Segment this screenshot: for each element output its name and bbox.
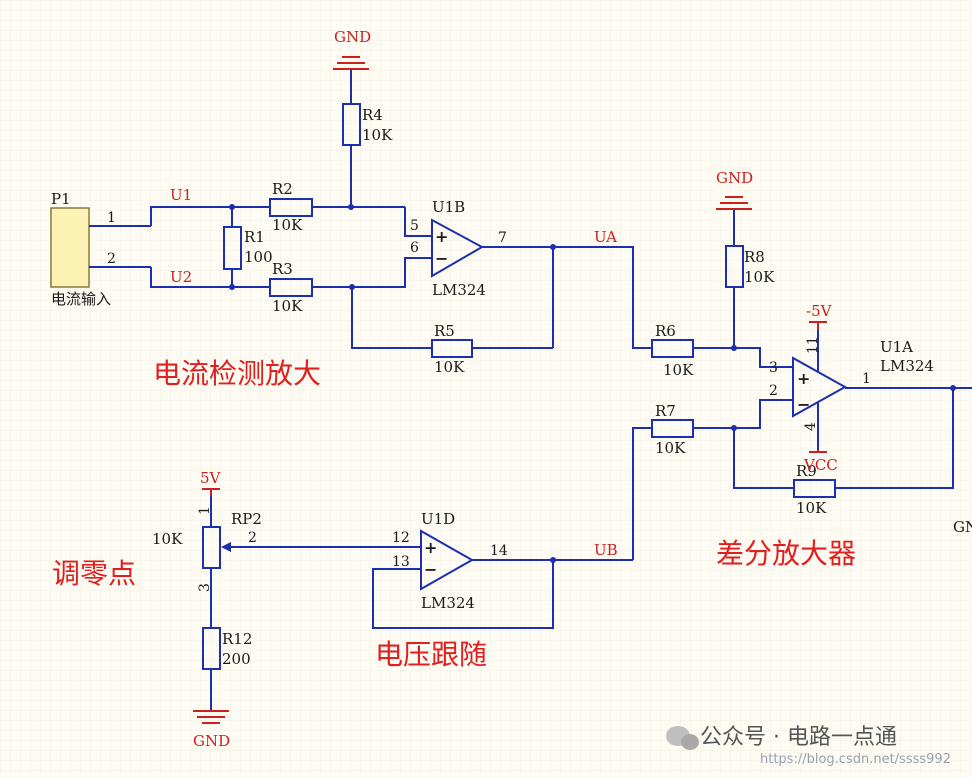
u1a-ref: U1A — [880, 338, 913, 356]
rp2-pin3: 3 — [197, 583, 213, 592]
r7-ref: R7 — [655, 402, 676, 420]
r1-ref: R1 — [244, 228, 265, 246]
u1b-plus: + — [435, 227, 448, 246]
resistor-r6: R6 10K — [651, 322, 694, 379]
u1b-pin-out: 7 — [498, 230, 507, 246]
gnd-r12-label: GND — [193, 732, 230, 750]
connector-body — [50, 207, 90, 288]
r7-value: 10K — [655, 439, 686, 457]
wires-diff — [693, 345, 972, 489]
resistor-r4: R4 10K — [342, 70, 393, 146]
resistor-r3: R3 10K — [269, 260, 313, 315]
r3-ref: R3 — [272, 260, 293, 278]
u1b-minus: − — [435, 249, 448, 268]
r5-ref: R5 — [434, 322, 455, 340]
connector-pin1-num: 1 — [107, 210, 116, 226]
r1-value: 100 — [244, 248, 273, 266]
ground-r12: GND — [193, 710, 230, 750]
r4-value: 10K — [362, 126, 393, 144]
r3-value: 10K — [272, 297, 303, 315]
net-label-u1: U1 — [170, 186, 192, 204]
u1a-pin-vneg: 11 — [805, 336, 821, 354]
vcc-label: VCC — [803, 456, 838, 474]
rp2-value: 10K — [152, 530, 183, 548]
r9-value: 10K — [796, 499, 827, 517]
gnd-r8-label: GND — [716, 169, 753, 187]
connector-p1: P1 1 2 电流输入 — [50, 190, 151, 308]
resistor-r12: R12 200 — [202, 627, 252, 711]
net-label-u2: U2 — [170, 268, 192, 286]
u1d-pin-plus: 12 — [392, 530, 410, 546]
opamp-u1d: + − 12 13 14 U1D LM324 — [392, 510, 508, 612]
u1b-ref: U1B — [432, 198, 465, 216]
resistor-r8: R8 10K — [725, 210, 775, 348]
wires-follower — [221, 427, 652, 629]
connector-ref: P1 — [51, 190, 71, 208]
r6-value: 10K — [663, 361, 694, 379]
u1d-ref: U1D — [421, 510, 455, 528]
u1d-part: LM324 — [421, 594, 475, 612]
u1b-part: LM324 — [432, 281, 486, 299]
r9-ref: R9 — [796, 462, 817, 480]
r2-ref: R2 — [272, 180, 293, 198]
u1a-pin-out: 1 — [862, 371, 871, 387]
supply-neg5v: -5V — [806, 302, 833, 330]
u1b-pin-plus: 5 — [410, 218, 419, 234]
r6-ref: R6 — [655, 322, 676, 340]
ground-r4: GND — [333, 28, 371, 70]
u1a-plus: + — [797, 369, 810, 388]
watermark-url: https://blog.csdn.net/ssss992 — [760, 752, 951, 767]
r12-ref: R12 — [222, 630, 252, 648]
wires-input — [150, 145, 554, 349]
u1d-pin-minus: 13 — [392, 554, 410, 570]
ground-r8: GND — [716, 169, 753, 210]
resistor-r7: R7 10K — [651, 402, 694, 457]
r4-ref: R4 — [362, 106, 383, 124]
r8-ref: R8 — [744, 248, 765, 266]
r8-value: 10K — [744, 268, 775, 286]
u1a-pin-minus: 2 — [769, 383, 778, 399]
u1b-pin-minus: 6 — [410, 240, 419, 256]
block-title-diff-amp: 差分放大器 — [716, 537, 856, 570]
wire-ua — [553, 246, 652, 349]
rp2-ref: RP2 — [231, 510, 262, 528]
net-label-ua: UA — [594, 228, 617, 246]
block-title-current-amp: 电流检测放大 — [153, 357, 321, 390]
rp2-pin1: 1 — [197, 506, 213, 515]
supply-vcc: VCC — [803, 450, 838, 474]
r5-value: 10K — [434, 358, 465, 376]
connector-pin2-num: 2 — [107, 251, 116, 267]
u1a-pin-vpos: 4 — [803, 422, 819, 431]
opamp-u1b: + − 5 6 7 U1B LM324 — [410, 198, 553, 299]
resistor-r5: R5 10K — [431, 322, 473, 376]
rp2-pin2: 2 — [248, 530, 257, 546]
u1d-plus: + — [424, 538, 437, 557]
resistor-r2: R2 10K — [269, 180, 313, 234]
neg5v-label: -5V — [806, 302, 833, 320]
r2-value: 10K — [272, 216, 303, 234]
u1a-part: LM324 — [880, 357, 934, 375]
u1a-minus: − — [797, 395, 810, 414]
resistor-r1: R1 100 — [223, 226, 273, 270]
u1a-pin-plus: 3 — [769, 360, 778, 376]
block-title-zero-adjust: 调零点 — [52, 557, 136, 590]
potentiometer-rp2: 1 2 3 RP2 10K — [152, 496, 262, 628]
supply-5v: 5V — [200, 469, 222, 496]
u1d-minus: − — [424, 560, 437, 579]
gnd-r4-label: GND — [334, 28, 371, 46]
net-label-ub: UB — [594, 541, 618, 559]
connector-caption: 电流输入 — [51, 290, 111, 308]
v5-label: 5V — [200, 469, 222, 487]
r12-value: 200 — [222, 650, 251, 668]
u1d-pin-out: 14 — [490, 543, 508, 559]
gnd-right-partial: GN — [953, 518, 972, 536]
block-title-voltage-follower: 电压跟随 — [375, 638, 487, 671]
watermark-text: 公众号 · 电路一点通 — [700, 725, 897, 750]
watermark: 公众号 · 电路一点通 https://blog.csdn.net/ssss99… — [666, 725, 951, 767]
opamp-u1a: + − 3 2 1 11 4 U1A LM324 — [769, 330, 934, 450]
